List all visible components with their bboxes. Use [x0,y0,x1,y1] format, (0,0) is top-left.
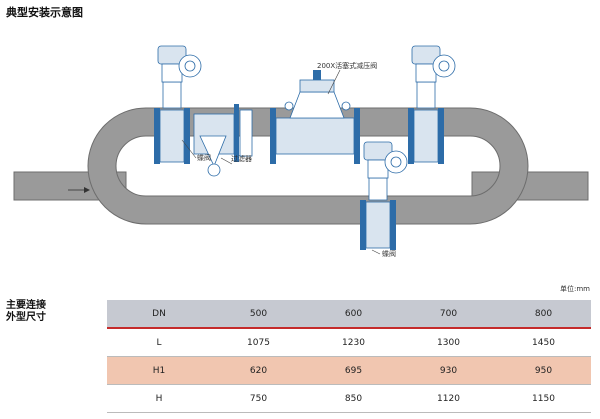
butterfly-valve-left [154,45,202,164]
table-cell: 850 [344,393,363,404]
header-cell: 800 [534,308,553,319]
table-cell: 1150 [532,393,555,404]
butterfly-valve-bottom [360,141,408,250]
strainer [193,104,253,177]
table-cell: 750 [249,393,268,404]
installation-diagram: 200X活塞式减压阀 蝶阀 过滤器 蝶阀 [13,45,589,258]
header-cell: 600 [344,308,363,319]
row-label-cell: H [155,393,163,404]
header-cell: DN [152,308,166,319]
row-label-cell: H1 [152,365,166,376]
leader-lines [181,69,381,255]
dimensions-table: DN 500 600 700 800 L 1075 1230 1300 1450… [107,300,591,413]
table-cell: 1230 [342,337,365,348]
header-cell: 700 [439,308,458,319]
main-valve-label: 200X活塞式减压阀 [317,61,377,70]
dimensions-section-title: 主要连接 外型尺寸 [6,300,46,323]
pressure-reducing-valve [270,70,360,164]
table-cell: 1120 [437,393,460,404]
table-row: L 1075 1230 1300 1450 [107,328,591,357]
table-cell: 1075 [247,337,270,348]
table-cell: 950 [534,365,553,376]
table-cell: 620 [249,365,268,376]
strainer-label: 过滤器 [231,154,252,163]
row-label-cell: L [156,337,162,348]
flow-arrow-icon [68,187,90,193]
header-cell: 500 [249,308,268,319]
butterfly-valve-right [408,45,456,164]
butterfly-valve-bottom-label: 蝶阀 [382,249,396,258]
unit-label: 单位:mm [560,285,590,293]
table-cell: 930 [439,365,458,376]
butterfly-valve-left-label: 蝶阀 [197,153,211,162]
page-title: 典型安装示意图 [6,6,83,19]
table-cell: 1300 [437,337,460,348]
table-cell: 1450 [532,337,555,348]
table-cell: 695 [344,365,363,376]
table-row: H 750 850 1120 1150 [107,385,591,413]
table-header-row: DN 500 600 700 800 [107,300,591,328]
table-row: H1 620 695 930 950 [107,356,591,385]
